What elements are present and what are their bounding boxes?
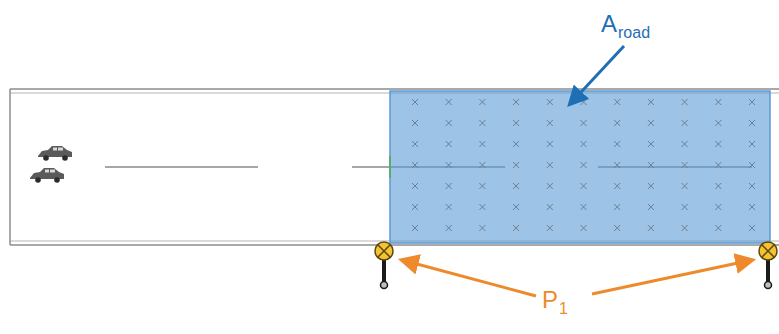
- grid-cross: [614, 99, 620, 105]
- grid-cross: [513, 204, 519, 210]
- grid-cross: [614, 141, 620, 147]
- grid-cross: [412, 120, 418, 126]
- grid-cross: [547, 204, 553, 210]
- grid-cross: [547, 162, 553, 168]
- grid-cross: [513, 141, 519, 147]
- grid-cross: [479, 141, 485, 147]
- grid-cross: [547, 141, 553, 147]
- grid-cross: [648, 225, 654, 231]
- grid-cross: [513, 162, 519, 168]
- grid-cross: [614, 225, 620, 231]
- road-edge: [10, 244, 779, 246]
- grid-cross: [682, 162, 688, 168]
- grid-cross: [648, 183, 654, 189]
- grid-cross: [648, 141, 654, 147]
- lamp-symbol: P: [542, 288, 558, 312]
- grid-cross: [513, 225, 519, 231]
- leader-arrow: [570, 46, 624, 104]
- grid-cross: [749, 120, 755, 126]
- grid-cross: [682, 99, 688, 105]
- grid-cross: [581, 120, 587, 126]
- grid-cross: [446, 141, 452, 147]
- grid-cross: [682, 183, 688, 189]
- grid-cross: [715, 120, 721, 126]
- grid-cross: [446, 162, 452, 168]
- grid-cross: [749, 99, 755, 105]
- grid-cross: [682, 141, 688, 147]
- grid-cross: [446, 99, 452, 105]
- car-icon: [38, 146, 72, 161]
- street-lamp: [375, 242, 393, 289]
- grid-cross: [479, 99, 485, 105]
- grid-cross: [547, 225, 553, 231]
- leader-arrow: [592, 260, 752, 294]
- area-subscript: road: [618, 25, 650, 41]
- grid-cross: [648, 204, 654, 210]
- grid-cross: [513, 183, 519, 189]
- lamp-subscript: 1: [559, 301, 568, 317]
- grid-cross: [513, 99, 519, 105]
- grid-cross: [682, 120, 688, 126]
- grid-cross: [446, 204, 452, 210]
- grid-cross: [614, 120, 620, 126]
- grid-cross: [614, 162, 620, 168]
- grid-cross: [581, 162, 587, 168]
- grid-cross: [749, 162, 755, 168]
- road-edge: [10, 88, 779, 90]
- grid-cross: [581, 204, 587, 210]
- leader-arrow: [402, 260, 536, 296]
- grid-points: [412, 99, 755, 231]
- grid-cross: [547, 99, 553, 105]
- grid-cross: [412, 141, 418, 147]
- grid-cross: [412, 99, 418, 105]
- grid-cross: [412, 225, 418, 231]
- grid-cross: [715, 183, 721, 189]
- grid-cross: [648, 162, 654, 168]
- grid-cross: [446, 225, 452, 231]
- car-icon: [30, 168, 64, 183]
- grid-cross: [479, 183, 485, 189]
- grid-cross: [614, 204, 620, 210]
- grid-cross: [648, 99, 654, 105]
- grid-cross: [648, 120, 654, 126]
- grid-cross: [749, 183, 755, 189]
- area-symbol: A: [601, 12, 617, 36]
- grid-cross: [412, 183, 418, 189]
- grid-cross: [479, 204, 485, 210]
- grid-cross: [547, 183, 553, 189]
- grid-cross: [715, 141, 721, 147]
- grid-cross: [749, 225, 755, 231]
- grid-cross: [682, 204, 688, 210]
- street-lamp: [759, 242, 777, 289]
- grid-cross: [715, 225, 721, 231]
- grid-cross: [581, 183, 587, 189]
- road-area: [390, 91, 770, 243]
- grid-cross: [513, 120, 519, 126]
- grid-cross: [412, 162, 418, 168]
- grid-cross: [581, 225, 587, 231]
- road-surface: [10, 89, 779, 245]
- grid-cross: [479, 120, 485, 126]
- grid-cross: [682, 225, 688, 231]
- grid-cross: [479, 225, 485, 231]
- grid-cross: [446, 183, 452, 189]
- road-end: [9, 89, 11, 245]
- grid-cross: [715, 162, 721, 168]
- grid-cross: [412, 204, 418, 210]
- grid-cross: [446, 120, 452, 126]
- grid-cross: [581, 141, 587, 147]
- grid-cross: [715, 204, 721, 210]
- grid-cross: [715, 99, 721, 105]
- grid-cross: [479, 162, 485, 168]
- grid-cross: [547, 120, 553, 126]
- grid-cross: [749, 141, 755, 147]
- grid-cross: [749, 204, 755, 210]
- area-edge-mark: [389, 156, 391, 178]
- grid-cross: [581, 99, 587, 105]
- grid-cross: [614, 183, 620, 189]
